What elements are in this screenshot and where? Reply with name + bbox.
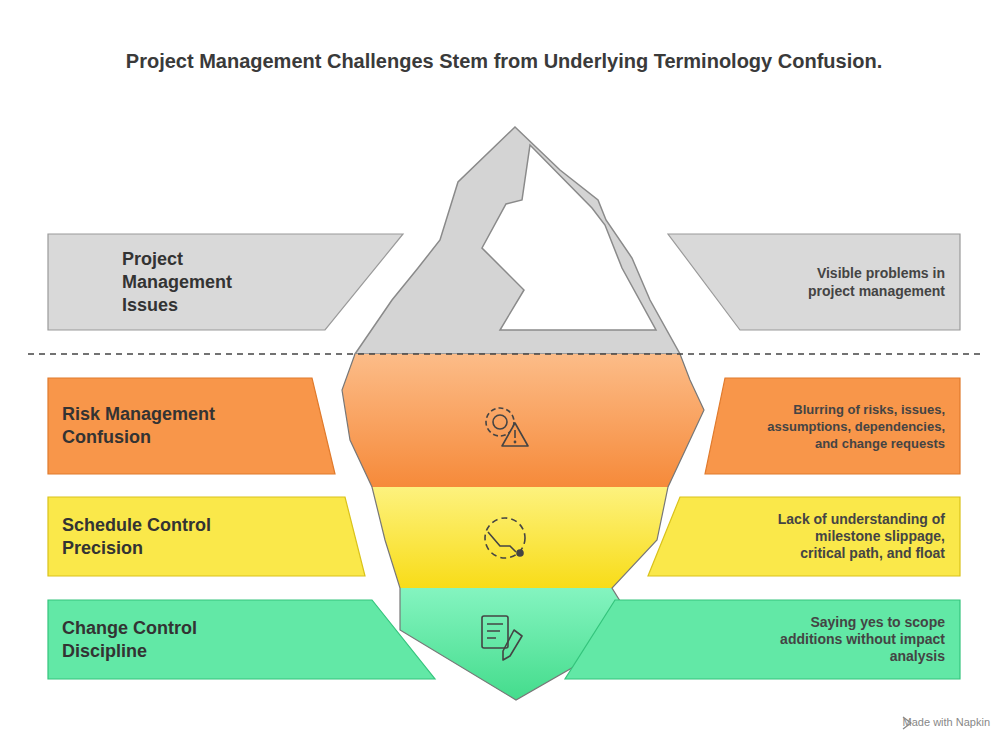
category-band: Risk Management Confusion (48, 378, 336, 474)
band-outline (565, 600, 960, 679)
band-title: Risk Management Confusion (62, 403, 252, 449)
band-outline (648, 497, 960, 576)
description-band: Saying yes to scope additions without im… (565, 600, 960, 679)
text-stack: Lack of understanding of milestone slipp… (770, 511, 945, 562)
iceberg-orange-section (342, 354, 704, 487)
category-band: Schedule Control Precision (48, 497, 366, 576)
description-band: Lack of understanding of milestone slipp… (648, 497, 960, 576)
iceberg-face (482, 145, 656, 330)
text-stack: Saying yes to scope additions without im… (780, 614, 945, 665)
waterline (28, 353, 985, 355)
band-description: Visible problems in project management (775, 264, 945, 300)
band-outline (705, 378, 960, 474)
band-description: Blurring of risks, issues, assumptions, … (765, 401, 945, 452)
band-outline (48, 378, 335, 474)
watermark: Made with Napkin (903, 716, 990, 728)
text-stack: Risk Management Confusion (62, 403, 252, 449)
band-description: Lack of understanding of milestone slipp… (770, 511, 945, 562)
category-band: Project Management Issues (48, 234, 404, 330)
band-outline (48, 234, 403, 330)
text-stack: Visible problems in project management (775, 264, 945, 300)
text-stack: Project Management Issues (122, 248, 262, 317)
text-stack: Schedule Control Precision (62, 514, 252, 560)
text-stack: Change Control Discipline (62, 617, 252, 663)
text-stack: Blurring of risks, issues, assumptions, … (765, 401, 945, 452)
band-shape (668, 234, 960, 330)
band-description: Saying yes to scope additions without im… (780, 614, 945, 665)
iceberg-yellow-section (372, 487, 668, 588)
band-title: Schedule Control Precision (62, 514, 252, 560)
description-band: Blurring of risks, issues, assumptions, … (705, 378, 960, 474)
gear-warning-icon (486, 408, 528, 446)
iceberg-tip (355, 127, 680, 354)
band-outline (48, 497, 365, 576)
document-icon (482, 616, 522, 660)
band-shape (48, 378, 336, 474)
band-shape (48, 600, 436, 679)
band-outline (668, 234, 960, 330)
category-band: Change Control Discipline (48, 600, 436, 679)
schedule-icon (485, 518, 525, 558)
diagram-title: Project Management Challenges Stem from … (0, 50, 1008, 73)
description-band: Visible problems in project management (668, 234, 960, 330)
band-title: Project Management Issues (122, 248, 262, 317)
band-shape (48, 497, 366, 576)
band-outline (48, 600, 435, 679)
band-title: Change Control Discipline (62, 617, 252, 663)
